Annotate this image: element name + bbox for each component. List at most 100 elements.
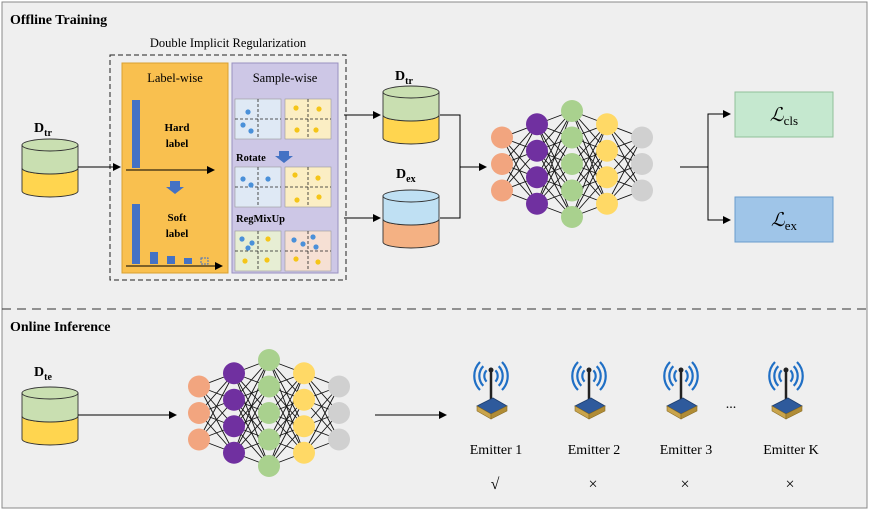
tile-dot (315, 259, 321, 265)
merge-line-extra (440, 167, 461, 219)
network-node (526, 192, 548, 215)
network-node (561, 153, 583, 175)
merge-arrow-train (440, 114, 487, 171)
signal-wave-icon (478, 365, 485, 387)
online-inference-title: Online Inference (10, 320, 110, 335)
signal-wave-icon (663, 361, 671, 391)
emitter-label: Emitter 1 (470, 443, 523, 458)
signal-wave-icon (668, 365, 675, 387)
network-node (596, 113, 618, 136)
tile-dot (249, 240, 255, 246)
emitter-result-mark: √ (491, 476, 500, 493)
network-node (258, 428, 280, 451)
network-edge (501, 124, 538, 191)
tile-dot (248, 182, 254, 188)
soft-label-text-2: label (166, 228, 189, 240)
inference-network (188, 349, 350, 477)
signal-wave-icon (773, 365, 780, 387)
emitter-1: Emitter 1 √ (470, 361, 523, 493)
soft-label-text-1: Soft (168, 212, 187, 224)
network-node (328, 428, 350, 451)
cylinder-top (21, 392, 79, 423)
tile-dot (313, 244, 319, 250)
emitter-ellipsis: ... (726, 397, 737, 412)
tile-dot (316, 106, 322, 112)
offline-training-title: Offline Training (10, 13, 107, 28)
network-node (596, 166, 618, 189)
network-node (526, 113, 548, 136)
network-node (526, 139, 548, 162)
network-node (596, 139, 618, 162)
soft-label-bar (132, 204, 140, 264)
signal-wave-icon (592, 369, 597, 383)
signal-wave-icon (687, 365, 694, 387)
tile-dot (294, 127, 300, 133)
label-wise-title: Label-wise (147, 71, 203, 85)
emitter-label: Emitter 3 (660, 443, 713, 458)
loss-cls-label: ℒcls (770, 105, 798, 128)
sample-tile (234, 98, 282, 140)
tile-dot (293, 105, 299, 111)
tile-dot (242, 258, 248, 264)
signal-wave-icon (673, 369, 678, 383)
tile-dot (245, 245, 251, 251)
tile-dot (293, 256, 299, 262)
network-node (631, 179, 653, 202)
tile-dot (265, 236, 271, 242)
antenna-tip-icon (586, 367, 592, 373)
sample-tiles (234, 98, 332, 272)
emitter-board-side (680, 405, 698, 420)
sample-wise-title: Sample-wise (253, 71, 318, 85)
network-node (561, 179, 583, 202)
rotate-label: Rotate (236, 153, 266, 164)
signal-wave-icon (684, 369, 689, 383)
soft-label-bar (184, 258, 192, 264)
tile-dot (239, 236, 245, 242)
sample-tile (284, 166, 332, 208)
emitter-board-side (490, 405, 508, 420)
network-node (223, 362, 245, 385)
network-node (293, 388, 315, 411)
regmixup-label: RegMixUp (236, 214, 285, 225)
sample-wise-down-arrow (275, 151, 293, 163)
soft-label-bars (132, 204, 209, 265)
arrow-to-loss-cls (707, 110, 731, 167)
network-edge (303, 386, 340, 453)
network-edge (198, 373, 235, 440)
network-node (631, 153, 653, 175)
signal-wave-icon (576, 365, 583, 387)
soft-label-bar-dashed (200, 257, 209, 265)
emitter-result-mark: × (588, 476, 597, 493)
loss-ex-label: ℒex (771, 210, 797, 233)
tile-dot (265, 176, 271, 182)
tile-dot (248, 128, 254, 134)
tile-dot (313, 127, 319, 133)
loss-cls-box (734, 91, 834, 138)
emitter-result-mark: × (785, 476, 794, 493)
tile-dot (294, 197, 300, 203)
tile-dot (264, 257, 270, 263)
sample-tile (234, 166, 282, 208)
network-edge (233, 386, 270, 453)
network-node (188, 428, 210, 451)
network-edge (233, 359, 270, 453)
signal-wave-icon (571, 361, 579, 391)
signal-wave-icon (789, 369, 794, 383)
tile-dot (315, 175, 321, 181)
network-node (561, 126, 583, 149)
tile-dot (245, 109, 251, 115)
hard-label-text-2: label (166, 138, 189, 150)
network-node (293, 441, 315, 464)
emitter-board-side (785, 405, 803, 420)
sample-tile (284, 98, 332, 140)
dataset-extra-cylinder (382, 189, 440, 249)
network-node (258, 375, 280, 398)
network-edge (233, 359, 270, 427)
cylinder-lid (382, 85, 440, 99)
signal-wave-icon (599, 361, 607, 391)
network-edge (268, 373, 305, 440)
network-node (526, 166, 548, 189)
cylinder-top (382, 195, 440, 226)
signal-wave-icon (494, 369, 499, 383)
tile-dot (291, 237, 297, 243)
